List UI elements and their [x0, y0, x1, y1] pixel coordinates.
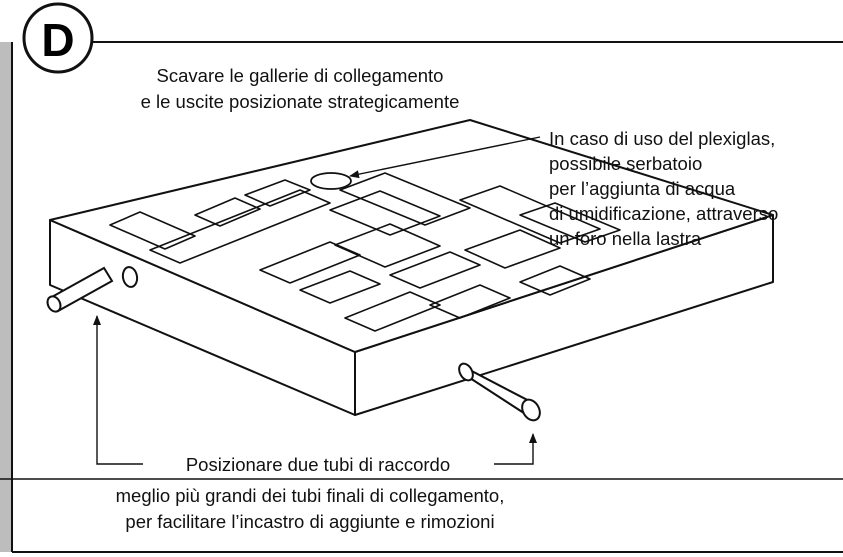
caption-right-line4: di umidificazione, attraverso: [549, 203, 778, 224]
panel-frame: [0, 41, 843, 553]
left-pipe-arrow: [93, 315, 143, 465]
caption-bottom-line3: per facilitare l’incastro di aggiunte e …: [125, 511, 494, 532]
caption-bottom-line1: Posizionare due tubi di raccordo: [186, 454, 450, 475]
caption-right-line1: In caso di uso del plexiglas,: [549, 128, 775, 149]
badge-letter: D: [41, 14, 74, 66]
left-pipe: [46, 266, 139, 313]
reservoir-hole: [310, 172, 352, 190]
caption-top-line1: Scavare le gallerie di collegamento: [157, 65, 444, 86]
panel-badge: D: [22, 2, 94, 74]
caption-top-line2: e le uscite posizionate strategicamente: [141, 91, 460, 112]
caption-right-line5: un foro nella lastra: [549, 228, 702, 249]
right-pipe-arrow: [494, 433, 537, 465]
caption-right-line3: per l’aggiunta di acqua: [549, 178, 736, 199]
callout-arrows: [93, 136, 541, 465]
galleries: [109, 172, 621, 332]
caption-bottom-line2: meglio più grandi dei tubi finali di col…: [116, 485, 505, 506]
right-pipe: [458, 362, 541, 422]
reservoir-arrow: [349, 136, 541, 179]
caption-right-line2: possibile serbatoio: [549, 153, 702, 174]
